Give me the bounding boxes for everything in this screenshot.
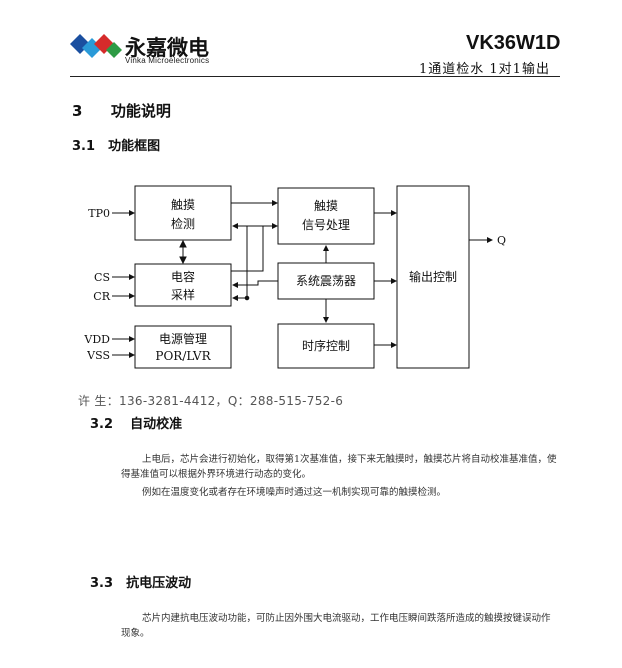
- logo-diamonds-icon: [70, 34, 122, 58]
- function-block-diagram: 触摸 检测 电容 采样 电源管理 POR/LVR 触摸 信号处理 系统震荡器 时…: [83, 185, 506, 369]
- section-3-3-para-1: 芯片内建抗电压波动功能，可防止因外围大电流驱动，工作电压瞬间跌落所造成的触摸按键…: [142, 611, 612, 627]
- brand-subtitle: Vinka Microelectronics: [125, 56, 210, 65]
- section-3-1-heading: 3.1 功能框图: [72, 135, 160, 154]
- arrow-up-icon: [179, 239, 187, 248]
- pin-vdd: VDD: [83, 333, 110, 346]
- output-label: 输出控制: [409, 269, 457, 284]
- section-number: 3.1: [72, 139, 96, 154]
- pin-vss: VSS: [86, 349, 110, 362]
- junction-dot: [244, 295, 250, 301]
- section-3-2-para-1: 上电后，芯片会进行初始化，取得第1次基准值，接下来无触摸时，触摸芯片将自动校准基…: [142, 452, 612, 468]
- section-number: 3.3: [90, 576, 114, 591]
- touch-signal-block: [277, 187, 375, 245]
- section-3-2-para-2: 例如在温度变化或者存在环境噪声时通过这一机制实现可靠的触摸检测。: [142, 485, 612, 501]
- contact-line: 许 生：136-3281-4412，Q：288-515-752-6: [78, 394, 344, 408]
- cap-sample-label-2: 采样: [171, 287, 195, 302]
- sample-to-signal-arrow: [231, 223, 278, 272]
- osc-to-sample-arrow: [232, 280, 278, 288]
- touch-signal-label-1: 触摸: [314, 199, 338, 213]
- section-3-3-heading: 3.3 抗电压波动: [90, 572, 191, 591]
- section-title: 功能说明: [110, 102, 171, 120]
- timing-label: 时序控制: [302, 338, 350, 353]
- section-3-3-para-1-cont: 现象。: [121, 626, 601, 642]
- power-mgmt-label-1: 电源管理: [159, 331, 207, 346]
- pin-cr: CR: [93, 290, 110, 303]
- pin-q: Q: [497, 234, 506, 247]
- power-mgmt-label-2: POR/LVR: [155, 349, 211, 363]
- signal-to-sample-arrow: [232, 225, 277, 301]
- logo-diamond-green: [106, 42, 122, 58]
- touch-signal-label-2: 信号处理: [302, 218, 350, 232]
- model-number: VK36W1D: [466, 32, 561, 54]
- section-3-2-heading: 3.2 自动校准: [90, 413, 182, 432]
- section-number: 3.2: [90, 417, 114, 432]
- header-divider: [70, 76, 560, 77]
- timing-block: [277, 323, 375, 369]
- para-line: 上电后，芯片会进行初始化，取得第1次基准值，接下来无触摸时，触摸芯片将自动校准基…: [142, 454, 557, 465]
- section-3-2-para-1-cont: 得基准值可以根据外界环境进行动态的变化。: [121, 467, 601, 483]
- brand-name: 永嘉微电: [125, 36, 209, 60]
- section-3-heading: 3 功能说明: [72, 100, 171, 121]
- arrow-down-icon: [179, 256, 187, 265]
- touch-detect-block: [134, 185, 232, 241]
- para-line: 例如在温度变化或者存在环境噪声时通过这一机制实现可靠的触摸检测。: [142, 487, 447, 498]
- section-title: 抗电压波动: [126, 576, 192, 591]
- section-title: 功能框图: [108, 139, 161, 154]
- brand-logo: [70, 30, 124, 64]
- cap-sample-label-1: 电容: [171, 269, 195, 284]
- pin-cs: CS: [94, 271, 110, 284]
- section-number: 3: [72, 102, 83, 120]
- power-mgmt-block: [134, 325, 232, 369]
- para-line: 芯片内建抗电压波动功能，可防止因外围大电流驱动，工作电压瞬间跌落所造成的触摸按键…: [142, 613, 551, 624]
- section-title: 自动校准: [130, 417, 183, 432]
- output-block: [396, 185, 470, 369]
- touch-detect-label-1: 触摸: [171, 198, 195, 212]
- pin-tp0: TP0: [88, 207, 110, 220]
- touch-detect-label-2: 检测: [171, 216, 195, 231]
- product-subtitle: 1通道检水 1对1输出: [419, 62, 550, 77]
- para-line: 得基准值可以根据外界环境进行动态的变化。: [121, 469, 312, 480]
- oscillator-label: 系统震荡器: [296, 274, 356, 288]
- para-line: 现象。: [121, 628, 150, 639]
